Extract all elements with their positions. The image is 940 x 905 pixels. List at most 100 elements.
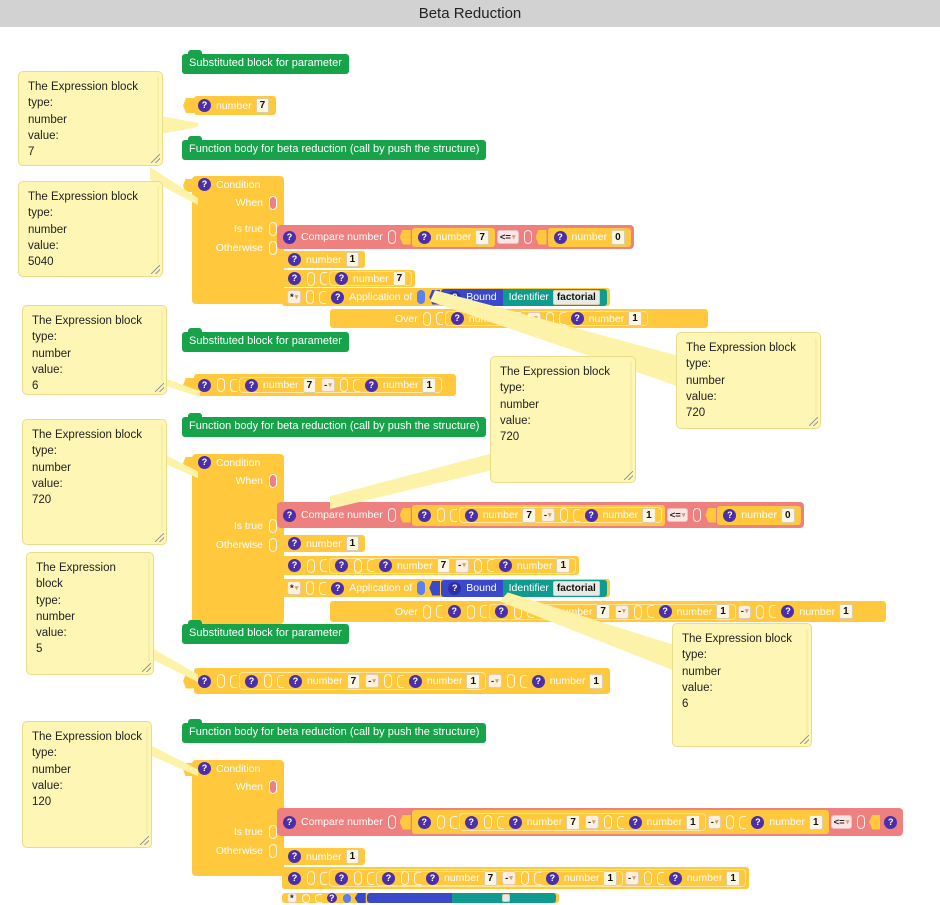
help-icon[interactable]: ? (288, 272, 301, 285)
application-block[interactable]: * ▾ ? Application of ? Bound Identifier … (282, 579, 610, 597)
help-icon[interactable]: ? (283, 508, 296, 522)
help-icon[interactable]: ? (335, 272, 348, 285)
help-icon[interactable]: ? (283, 815, 296, 829)
help-icon[interactable]: ? (447, 605, 461, 618)
help-icon[interactable]: ? (464, 815, 478, 829)
comment-function-body[interactable]: Function body for beta reduction (call b… (182, 719, 487, 743)
identifier-block[interactable]: Identifier factorial (502, 579, 607, 597)
when-socket[interactable] (269, 195, 277, 210)
help-icon[interactable]: ? (198, 762, 211, 775)
compare-number-block[interactable]: ? Compare number ? ? number 7 - ▾ ? numb… (277, 502, 804, 528)
operand-socket[interactable] (520, 871, 529, 885)
over-socket[interactable] (422, 604, 431, 619)
number-value[interactable]: 1 (466, 673, 481, 689)
number-value[interactable]: 1 (345, 849, 360, 864)
compare-right-socket[interactable] (857, 815, 866, 829)
compare-left-socket[interactable] (387, 815, 396, 829)
function-socket[interactable] (417, 581, 426, 595)
number-value[interactable]: 7 (522, 507, 536, 523)
help-icon[interactable]: ? (198, 178, 211, 191)
otherwise-socket[interactable] (269, 843, 277, 858)
help-icon[interactable]: ? (288, 871, 301, 885)
is-true-socket[interactable] (269, 824, 277, 839)
resize-grip-icon[interactable] (809, 417, 818, 426)
operand-socket[interactable] (306, 290, 315, 304)
identifier-block[interactable]: Identifier factorial (502, 288, 607, 306)
number-value[interactable]: 7 (596, 604, 610, 619)
operand-socket[interactable] (307, 271, 315, 286)
help-icon[interactable]: ? (450, 312, 464, 325)
is-true-socket[interactable] (269, 221, 277, 236)
number-value[interactable]: 7 (346, 673, 361, 689)
operator-dropdown[interactable]: - ▾ (321, 378, 335, 392)
help-icon[interactable]: ? (198, 456, 211, 469)
number-value[interactable]: 1 (809, 814, 823, 830)
help-icon[interactable]: ? (326, 893, 337, 903)
help-icon[interactable]: ? (658, 605, 672, 618)
when-socket[interactable] (269, 473, 277, 488)
number-value[interactable]: 7 (436, 558, 451, 573)
operator-dropdown[interactable]: - ▾ (365, 674, 379, 688)
inner-subtraction[interactable]: ? number 7 - ▾ ? number 1 (239, 377, 443, 393)
bound-block[interactable] (366, 893, 452, 903)
help-icon[interactable]: ? (498, 559, 512, 572)
help-icon[interactable]: ? (723, 508, 737, 522)
help-icon[interactable]: ? (417, 815, 431, 829)
subtraction-block[interactable]: ? ? ? number 7 - ▾ ? number 1 - ▾ ? numb (183, 668, 610, 694)
operator-dropdown[interactable]: - ▾ (707, 815, 722, 829)
operand-socket[interactable] (436, 815, 445, 829)
subtraction-block[interactable]: ? ? number 7 - ▾ ? number 1 (411, 504, 665, 526)
number-value[interactable]: 1 (556, 558, 571, 573)
operator-dropdown[interactable]: * ▾ (287, 290, 302, 304)
operation-block[interactable]: ? ? ? ? number 7 - ▾ ? number (282, 867, 749, 889)
number-value[interactable]: 1 (422, 377, 437, 393)
subtraction-block[interactable]: ? ? ? number 7 - ▾ ? number 1 (411, 810, 829, 834)
operator-dropdown[interactable]: - ▾ (584, 815, 599, 829)
inner-subtraction[interactable]: ? ? number 7 - ▾ ? number 1 (458, 813, 706, 831)
comparison-operator-dropdown[interactable]: <= ▾ (666, 508, 689, 522)
operand-socket[interactable] (339, 378, 348, 392)
help-icon[interactable]: ? (198, 99, 211, 112)
number-value[interactable]: 7 (483, 870, 498, 886)
resize-grip-icon[interactable] (155, 533, 164, 542)
help-icon[interactable]: ? (382, 871, 395, 885)
help-icon[interactable]: ? (584, 508, 598, 522)
operator-dropdown[interactable]: - ▾ (625, 871, 639, 885)
operand-socket[interactable] (756, 604, 765, 619)
number-value[interactable]: 7 (302, 377, 317, 393)
condition-block[interactable]: ? Condition When Is true Otherwise (183, 454, 284, 624)
comment-substituted-block[interactable]: Substituted block for parameter (182, 50, 349, 74)
comment-function-body[interactable]: Function body for beta reduction (call b… (182, 136, 487, 160)
resize-grip-icon[interactable] (151, 154, 160, 163)
inner-subtraction[interactable]: ? ? ? number 7 - ▾ ? number 1 (329, 869, 746, 887)
resize-grip-icon[interactable] (142, 663, 151, 672)
blocks-canvas[interactable]: Substituted block for parameter The Expr… (0, 27, 940, 904)
help-icon[interactable]: ? (288, 559, 301, 572)
operand-socket[interactable] (217, 674, 225, 688)
comment-function-body[interactable]: Function body for beta reduction (call b… (182, 413, 487, 437)
operand-socket[interactable] (643, 871, 652, 885)
operand-socket[interactable] (466, 604, 475, 619)
help-icon[interactable]: ? (570, 312, 584, 325)
help-icon[interactable]: ? (335, 559, 348, 572)
number-value[interactable]: 1 (686, 814, 700, 830)
help-icon[interactable]: ? (288, 253, 301, 266)
operand-socket[interactable] (301, 893, 310, 903)
number-value[interactable]: 1 (589, 673, 603, 689)
number-block[interactable]: ? number 7 (329, 271, 413, 286)
otherwise-socket[interactable] (269, 240, 277, 255)
help-icon[interactable]: ? (628, 815, 642, 829)
inner-subtraction[interactable]: ? ? number 7 - ▾ ? number 1 (376, 870, 624, 886)
operand-socket[interactable] (483, 815, 492, 829)
number-block[interactable]: ? number 7 (411, 227, 495, 247)
operand-socket[interactable] (354, 558, 362, 573)
bound-block[interactable]: ? Bound (441, 579, 503, 597)
number-value[interactable]: 1 (345, 252, 360, 267)
compare-right-socket[interactable] (523, 230, 532, 244)
help-icon[interactable]: ? (245, 674, 258, 688)
number-block[interactable]: ? number 1 (282, 848, 366, 865)
identifier-value[interactable]: factorial (552, 289, 600, 305)
operand-socket[interactable] (383, 674, 392, 688)
identifier-value[interactable] (501, 894, 510, 902)
number-block[interactable]: ? number 1 (282, 251, 366, 268)
